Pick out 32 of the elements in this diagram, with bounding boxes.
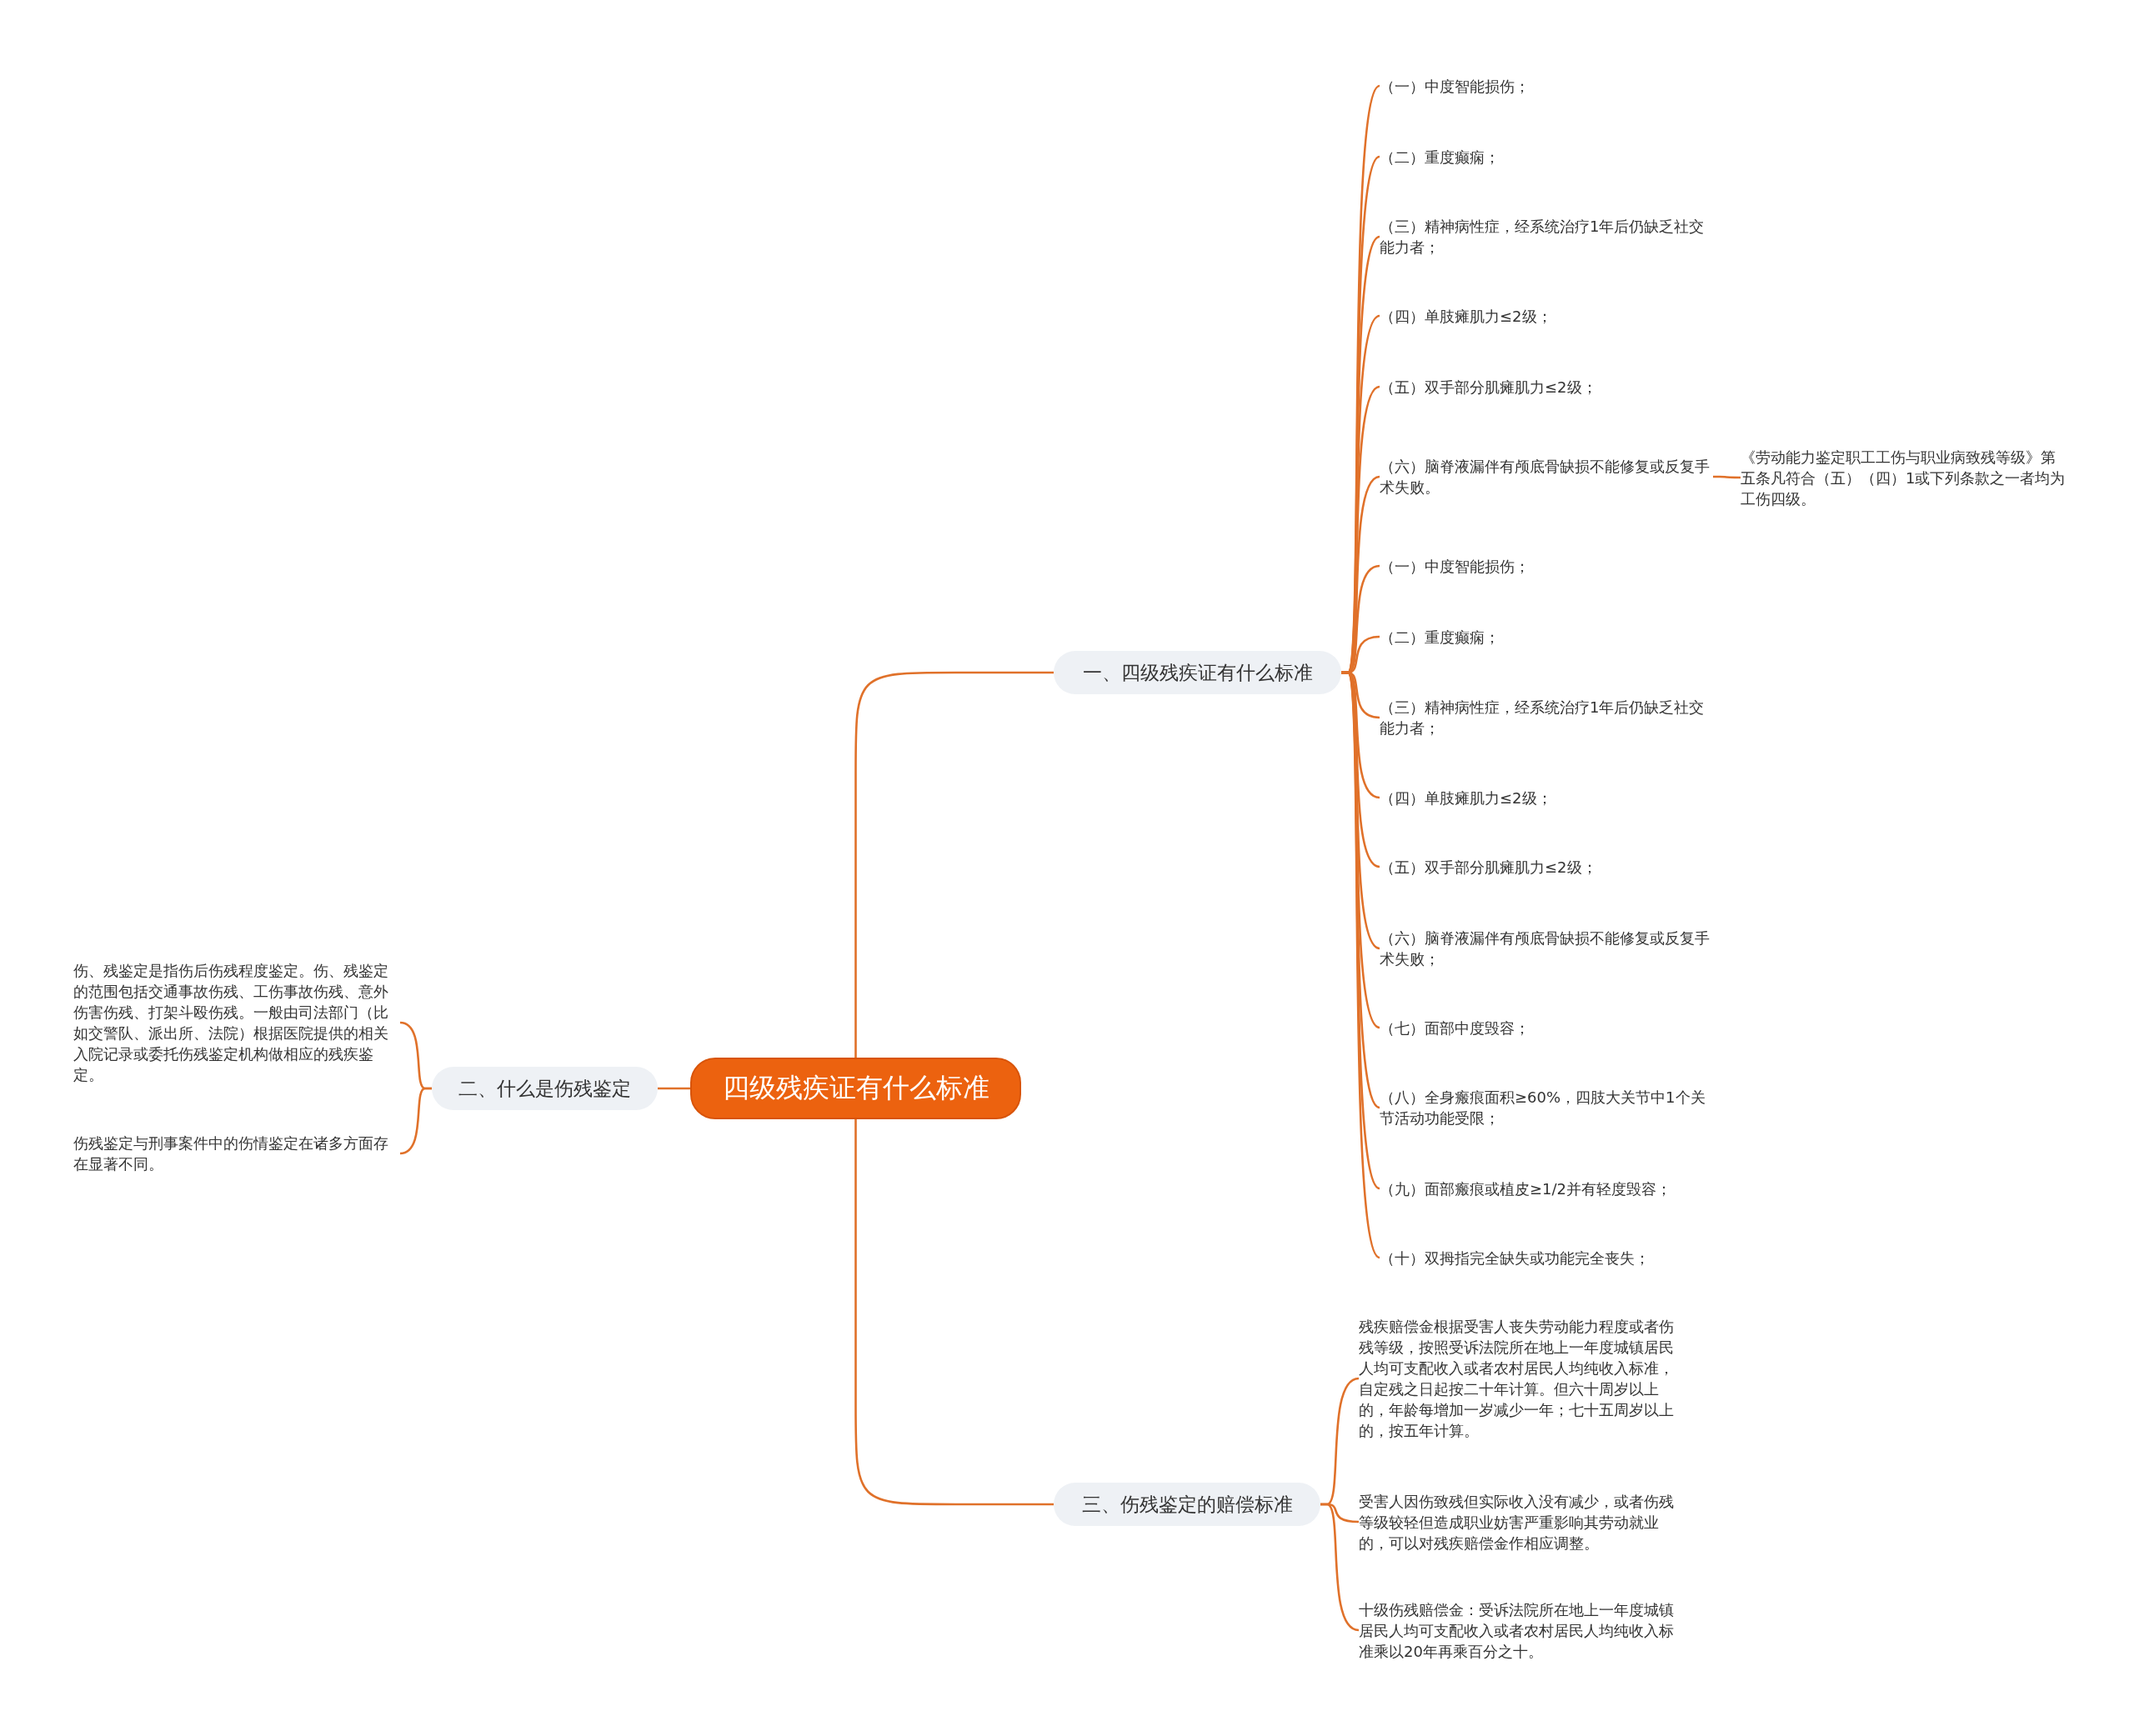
note-text: （一）中度智能损伤； [1380,555,1530,577]
note-text: （二）重度癫痫； [1380,626,1500,648]
note-text: （十）双拇指完全缺失或功能完全丧失； [1380,1247,1650,1268]
note-text: （四）单肢瘫肌力≤2级； [1380,787,1552,808]
note-text: 残疾赔偿金根据受害人丧失劳动能力程度或者伤残等级，按照受诉法院所在地上一年度城镇居民人均可支配收入或者农村居民人均纯收入标准，自定残之日起按二十年计算。但六十周岁以上的，年龄每增加一岁减少一年；七十五周岁以上的，按五年计算。 [1359,1316,1686,1441]
note-text: （六）脑脊液漏伴有颅底骨缺损不能修复或反复手术失败。 [1380,456,1713,498]
note-text: 受害人因伤致残但实际收入没有减少，或者伤残等级较轻但造成职业妨害严重影响其劳动就业的，可以对残疾赔偿金作相应调整。 [1359,1490,1686,1553]
connector-line [658,1087,690,1090]
note-text: （八）全身瘢痕面积≥60%，四肢大关节中1个关节活动功能受限； [1380,1087,1713,1128]
connector-line [1320,1503,1360,1632]
note-text: （一）中度智能损伤； [1380,75,1530,97]
central-topic-box: 四级残疾证有什么标准 [690,1058,1021,1119]
note-text: 伤残鉴定与刑事案件中的伤情鉴定在诸多方面存在显著不同。 [73,1133,400,1174]
topic-box: 一、四级残疾证有什么标准 [1054,651,1341,694]
note-text: （五）双手部分肌瘫肌力≤2级； [1380,856,1597,878]
topic-box: 二、什么是伤残鉴定 [432,1067,658,1110]
topic-box: 三、伤残鉴定的赔偿标准 [1054,1483,1320,1526]
note-text: 《劳动能力鉴定职工工伤与职业病致残等级》第五条凡符合（五）（四）1或下列条款之一者均为工伤四级。 [1741,446,2066,509]
note-text: （三）精神病性症，经系统治疗1年后仍缺乏社交能力者； [1380,216,1713,258]
note-text: （七）面部中度毁容； [1380,1017,1530,1038]
connector-line [854,671,1054,1058]
note-text: （五）双手部分肌瘫肌力≤2级； [1380,376,1597,398]
note-text: 伤、残鉴定是指伤后伤残程度鉴定。伤、残鉴定的范围包括交通事故伤残、工伤事故伤残、意外伤害伤残、打架斗殴伤残。一般由司法部门（比如交警队、派出所、法院）根据医院提供的相关入院记录或委托伤残鉴定机构做相应的残疾鉴定。 [73,960,400,1085]
connector-line [399,1087,432,1155]
note-text: （二）重度癫痫； [1380,146,1500,168]
connector-line [854,1119,1054,1506]
note-text: 十级伤残赔偿金：受诉法院所在地上一年度城镇居民人均可支配收入或者农村居民人均纯收入标准乘以20年再乘百分之十。 [1359,1598,1686,1662]
note-text: （四）单肢瘫肌力≤2级； [1380,305,1552,327]
note-text: （三）精神病性症，经系统治疗1年后仍缺乏社交能力者； [1380,697,1713,738]
connector-line [1713,475,1741,479]
note-text: （六）脑脊液漏伴有颅底骨缺损不能修复或反复手术失败； [1380,928,1713,969]
note-text: （九）面部瘢痕或植皮≥1/2并有轻度毁容； [1380,1178,1672,1199]
